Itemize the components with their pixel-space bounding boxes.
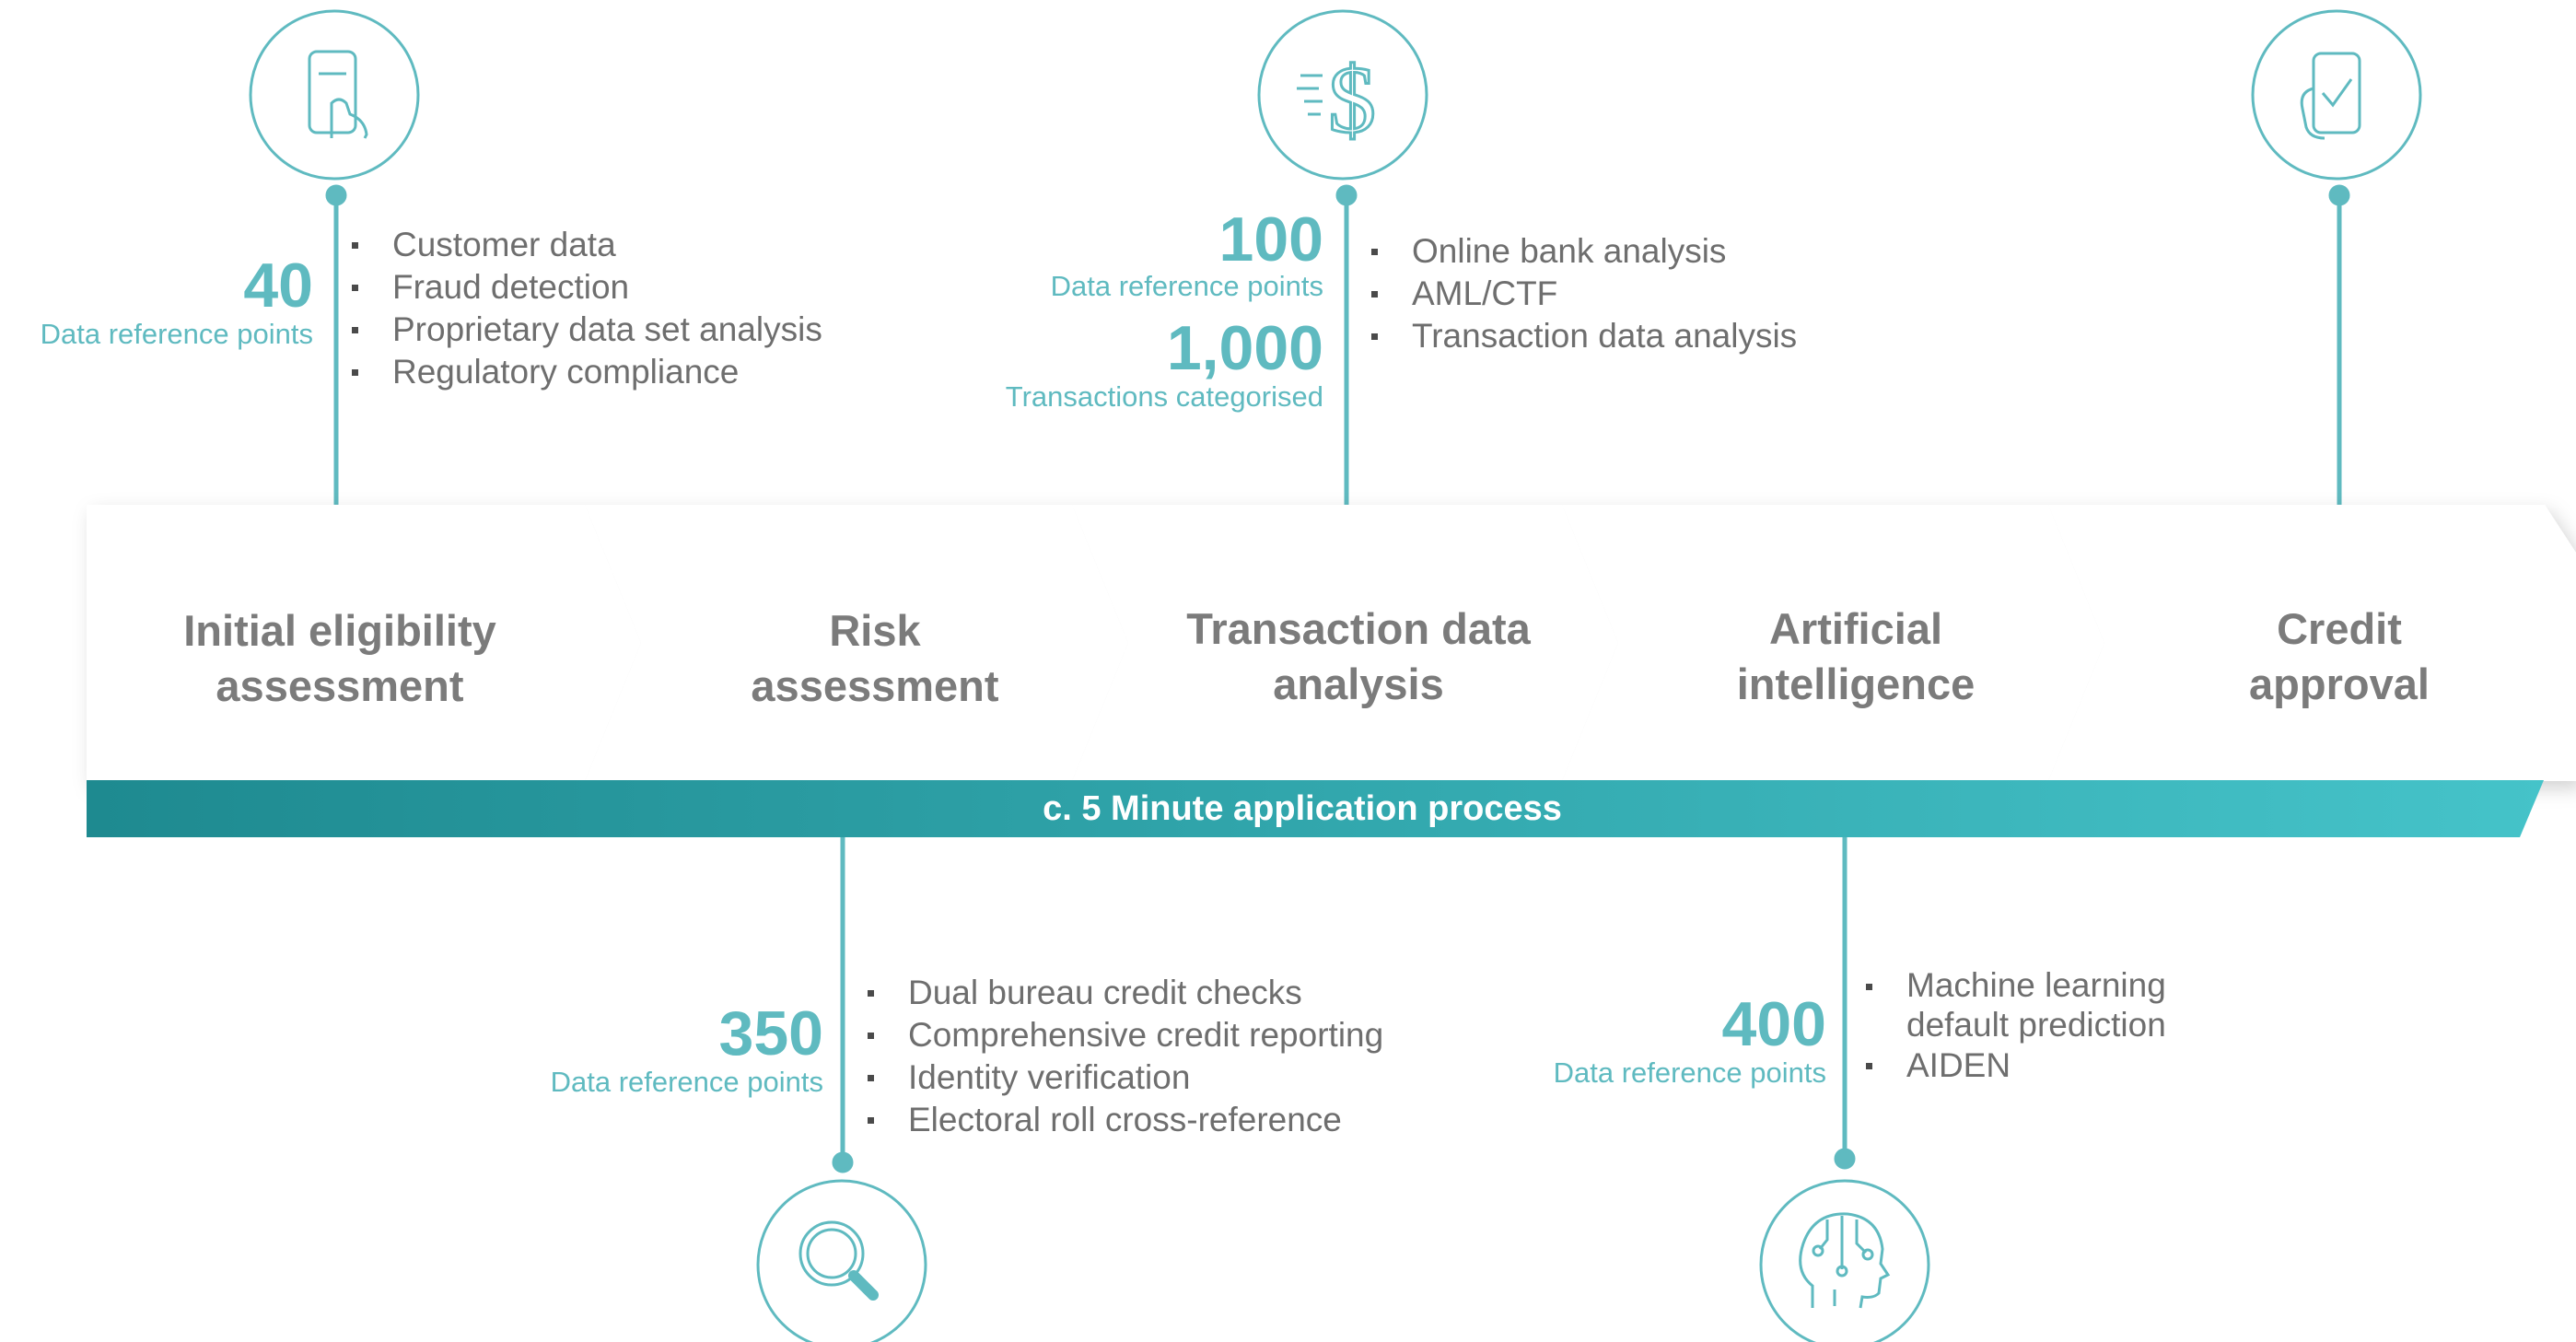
list-item: AML/CTF: [1371, 273, 1797, 315]
ai-stat-label: Data reference points: [1553, 1056, 1826, 1089]
process-banner: [87, 780, 2544, 837]
transaction-stat2-value: 1,000: [1166, 313, 1323, 383]
magnifying-glass-icon: [756, 1179, 927, 1342]
stage-transaction-data-analysis[interactable]: Transaction data analysis: [1186, 604, 1531, 708]
list-item: Proprietary data set analysis: [352, 309, 822, 351]
stage-credit-approval[interactable]: Credit approval: [2249, 604, 2430, 708]
transaction-bullet-list: Online bank analysis AML/CTF Transaction…: [1371, 230, 1797, 357]
banner-label: c. 5 Minute application process: [1043, 789, 1562, 828]
ai-brain-head-icon: [1759, 1179, 1930, 1342]
list-item: Comprehensive credit reporting: [868, 1014, 1383, 1056]
list-item: Dual bureau credit checks: [868, 972, 1383, 1014]
list-item: Identity verification: [868, 1056, 1383, 1099]
chevron-risk-assessment: [585, 505, 1128, 781]
list-item: Machine learning default prediction: [1866, 965, 2220, 1044]
transaction-stat2-label: Transactions categorised: [1005, 380, 1323, 413]
risk-stat-value: 350: [718, 998, 823, 1068]
eligibility-bullet-list: Customer data Fraud detection Proprietar…: [352, 224, 822, 393]
list-item: Online bank analysis: [1371, 230, 1797, 273]
list-item: Customer data: [352, 224, 822, 266]
eligibility-stat-value: 40: [243, 251, 313, 321]
chevron-transaction-data: [1072, 505, 1618, 781]
list-item: Transaction data analysis: [1371, 315, 1797, 357]
chevron-artificial-intelligence: [1562, 505, 2104, 781]
transaction-stat1-label: Data reference points: [1050, 270, 1323, 302]
risk-bullet-list: Dual bureau credit checks Comprehensive …: [868, 972, 1383, 1141]
phone-checkmark-icon: [2251, 9, 2422, 181]
chevron-initial-eligibility: [87, 505, 641, 781]
dollar-sign-icon: $: [1257, 9, 1428, 181]
ai-bullet-list: Machine learning default prediction AIDE…: [1866, 965, 2220, 1087]
chevron-credit-approval: [2048, 505, 2576, 781]
risk-stat-label: Data reference points: [550, 1066, 823, 1098]
svg-text:$: $: [1328, 47, 1376, 153]
list-item: Regulatory compliance: [352, 351, 822, 393]
connector-lines: [325, 184, 2350, 1173]
stage-artificial-intelligence[interactable]: Artificial intelligence: [1736, 604, 1976, 708]
stage-risk-assessment[interactable]: Risk assessment: [751, 606, 999, 710]
chevron-row: [87, 505, 2576, 781]
list-item: Electoral roll cross-reference: [868, 1099, 1383, 1141]
phone-app-icon: [249, 9, 420, 181]
stage-initial-eligibility[interactable]: Initial eligibility assessment: [183, 606, 496, 710]
list-item: Fraud detection: [352, 266, 822, 309]
transaction-stat1-value: 100: [1218, 204, 1323, 274]
list-item: AIDEN: [1866, 1044, 2220, 1087]
eligibility-stat-label: Data reference points: [40, 318, 313, 350]
ai-stat-value: 400: [1721, 989, 1826, 1059]
